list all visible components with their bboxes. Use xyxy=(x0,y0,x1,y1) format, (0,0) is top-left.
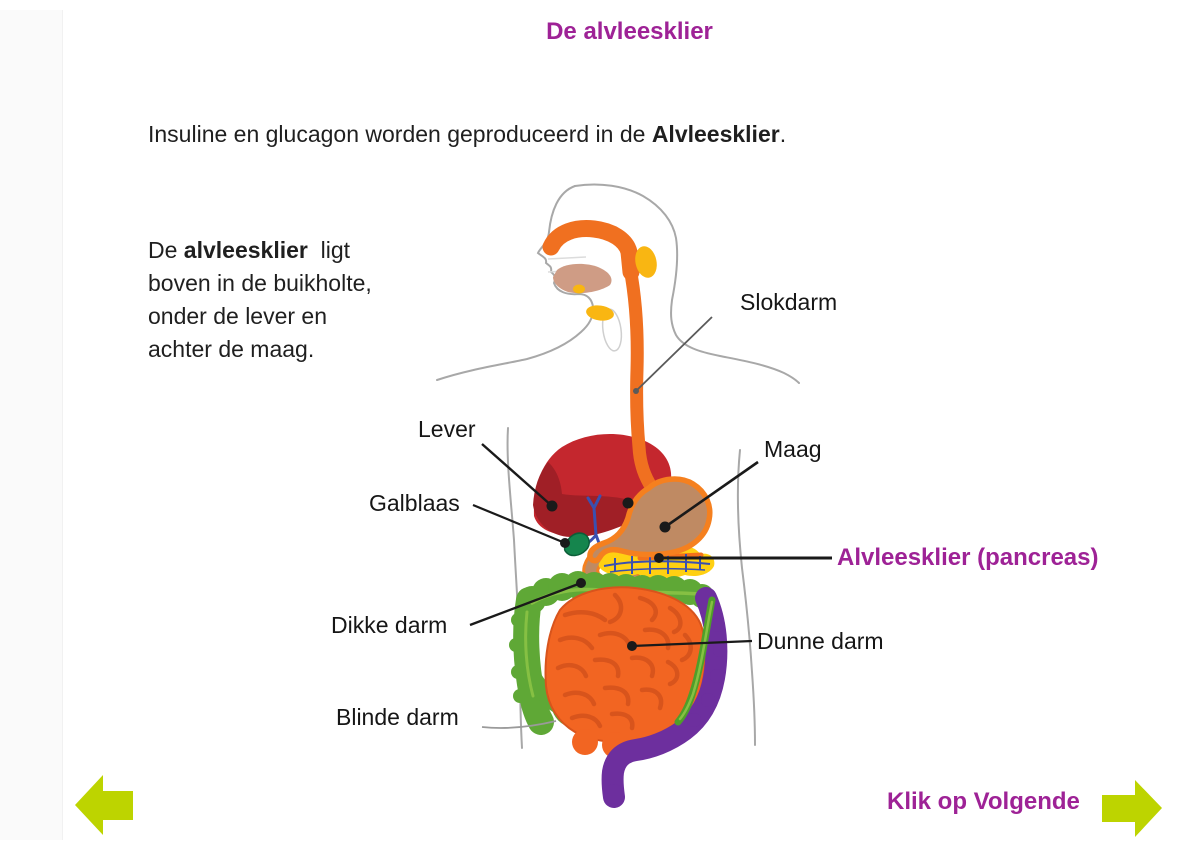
description-prefix: De xyxy=(148,237,184,263)
galblaas-dot xyxy=(560,538,570,548)
tongue-shape xyxy=(553,263,612,294)
unlabeled-dot xyxy=(622,497,634,509)
label-slokdarm: Slokdarm xyxy=(740,289,838,315)
esophagus-shape xyxy=(542,220,659,495)
slokdarm-dot xyxy=(633,388,639,394)
intro-suffix: . xyxy=(779,121,787,147)
label-lever: Lever xyxy=(418,416,476,442)
dunne-darm-dot xyxy=(627,641,637,651)
label-galblaas: Galblaas xyxy=(369,490,460,516)
description-line2: boven in de buikholte, xyxy=(148,270,372,296)
slokdarm-pointer xyxy=(635,316,713,392)
next-hint-text: Klik op Volgende xyxy=(887,788,1080,815)
maag-dot xyxy=(659,521,671,533)
next-button[interactable] xyxy=(1102,780,1162,837)
gallbladder-shape xyxy=(563,532,590,557)
stomach-shape xyxy=(587,476,713,564)
label-maag: Maag xyxy=(764,436,822,462)
label-alvleesklier: Alvleesklier (pancreas) xyxy=(837,544,1099,571)
page-side-margin xyxy=(0,10,63,840)
pointer-lines xyxy=(469,316,832,729)
label-dikke-darm: Dikke darm xyxy=(331,612,448,638)
description-line1: ligt xyxy=(307,237,351,263)
intro-bold: Alvleesklier xyxy=(651,121,780,147)
label-dunne-darm: Dunne darm xyxy=(757,628,884,654)
intro-prefix: Insuline en glucagon worden geproduceerd… xyxy=(148,121,652,147)
description-bold: alvleesklier xyxy=(183,237,308,263)
page-title: De alvleesklier xyxy=(546,18,713,45)
lever-dot xyxy=(546,500,558,512)
dikke-darm-dot xyxy=(576,578,586,588)
previous-button[interactable] xyxy=(75,775,133,835)
dunne-darm-pointer xyxy=(631,639,753,648)
alvleesklier-dot xyxy=(654,553,664,563)
intro-text: Insuline en glucagon worden geproduceerd… xyxy=(148,121,786,148)
colon-purple-shape xyxy=(601,587,728,808)
galblaas-pointer xyxy=(472,503,566,545)
description-text: De alvleesklier ligt boven in de buikholt… xyxy=(148,234,418,366)
bile-ducts xyxy=(583,494,604,554)
label-blinde-darm: Blinde darm xyxy=(336,704,459,730)
arrow-right-icon[interactable] xyxy=(1102,780,1162,837)
dikke-darm-pointer xyxy=(469,581,582,627)
description-line4: achter de maag. xyxy=(148,336,315,362)
salivary-glands xyxy=(573,246,657,321)
blinde-darm-pointer xyxy=(481,720,557,729)
arrow-left-icon[interactable] xyxy=(75,775,133,835)
lever-pointer xyxy=(481,443,553,507)
body-outline xyxy=(436,183,800,749)
description-line3: onder de lever en xyxy=(148,303,328,329)
maag-pointer xyxy=(664,460,759,529)
